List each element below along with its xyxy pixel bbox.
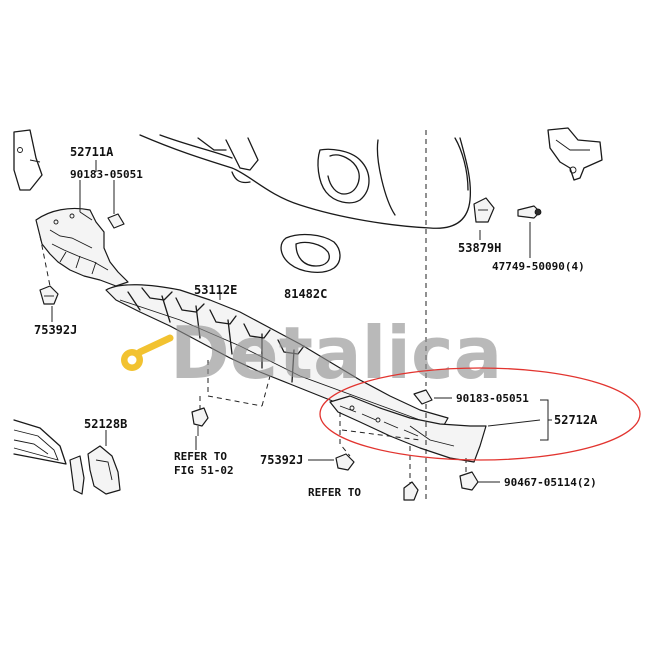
label-75392J-left: 75392J [34, 323, 77, 337]
label-81482C: 81482C [284, 287, 327, 301]
label-47749: 47749-50090(4) [492, 260, 585, 273]
wrench-icon [121, 334, 174, 371]
clip-75392J-right [335, 453, 355, 471]
clip-90183-left [107, 213, 125, 229]
label-90183-right: 90183-05051 [456, 392, 529, 405]
clip-90183-right [413, 389, 433, 405]
side-molding [13, 419, 67, 465]
label-52128B: 52128B [84, 417, 127, 431]
highlight-ellipse [319, 367, 641, 461]
right-bracket-52712A [329, 395, 487, 463]
label-fig-51-02: FIG 51-02 [174, 464, 234, 477]
left-bracket-52711A [35, 207, 129, 297]
label-52711A: 52711A [70, 145, 114, 159]
label-90467: 90467-05114(2) [504, 476, 597, 489]
leader-lines [51, 160, 552, 483]
lower-spoiler-53112E [105, 284, 449, 433]
left-top-bracket [13, 129, 43, 191]
clip-90467 [459, 471, 479, 491]
assembly-dash-lines [199, 130, 467, 500]
label-75392J-right: 75392J [260, 453, 303, 467]
clip-53879H [473, 197, 495, 223]
label-90183-left: 90183-05051 [70, 168, 143, 181]
screw-47749 [517, 205, 542, 219]
label-52712A: 52712A [554, 413, 598, 427]
label-refer-to-1: REFER TO [174, 450, 227, 463]
label-refer-to-2: REFER TO [308, 486, 361, 499]
bracket-52128B [69, 445, 121, 495]
fastener-fig-51-02 [191, 407, 209, 436]
watermark-text: Detalica [170, 311, 502, 395]
clip-75392J-left [39, 285, 59, 305]
fastener-refer-to [403, 481, 419, 501]
label-53112E: 53112E [194, 283, 237, 297]
bumper-cover [139, 134, 472, 229]
right-top-bracket [547, 127, 603, 181]
label-53879H: 53879H [458, 241, 501, 255]
watermark: Detalica [121, 311, 502, 395]
fog-lamp-cover [280, 233, 341, 274]
